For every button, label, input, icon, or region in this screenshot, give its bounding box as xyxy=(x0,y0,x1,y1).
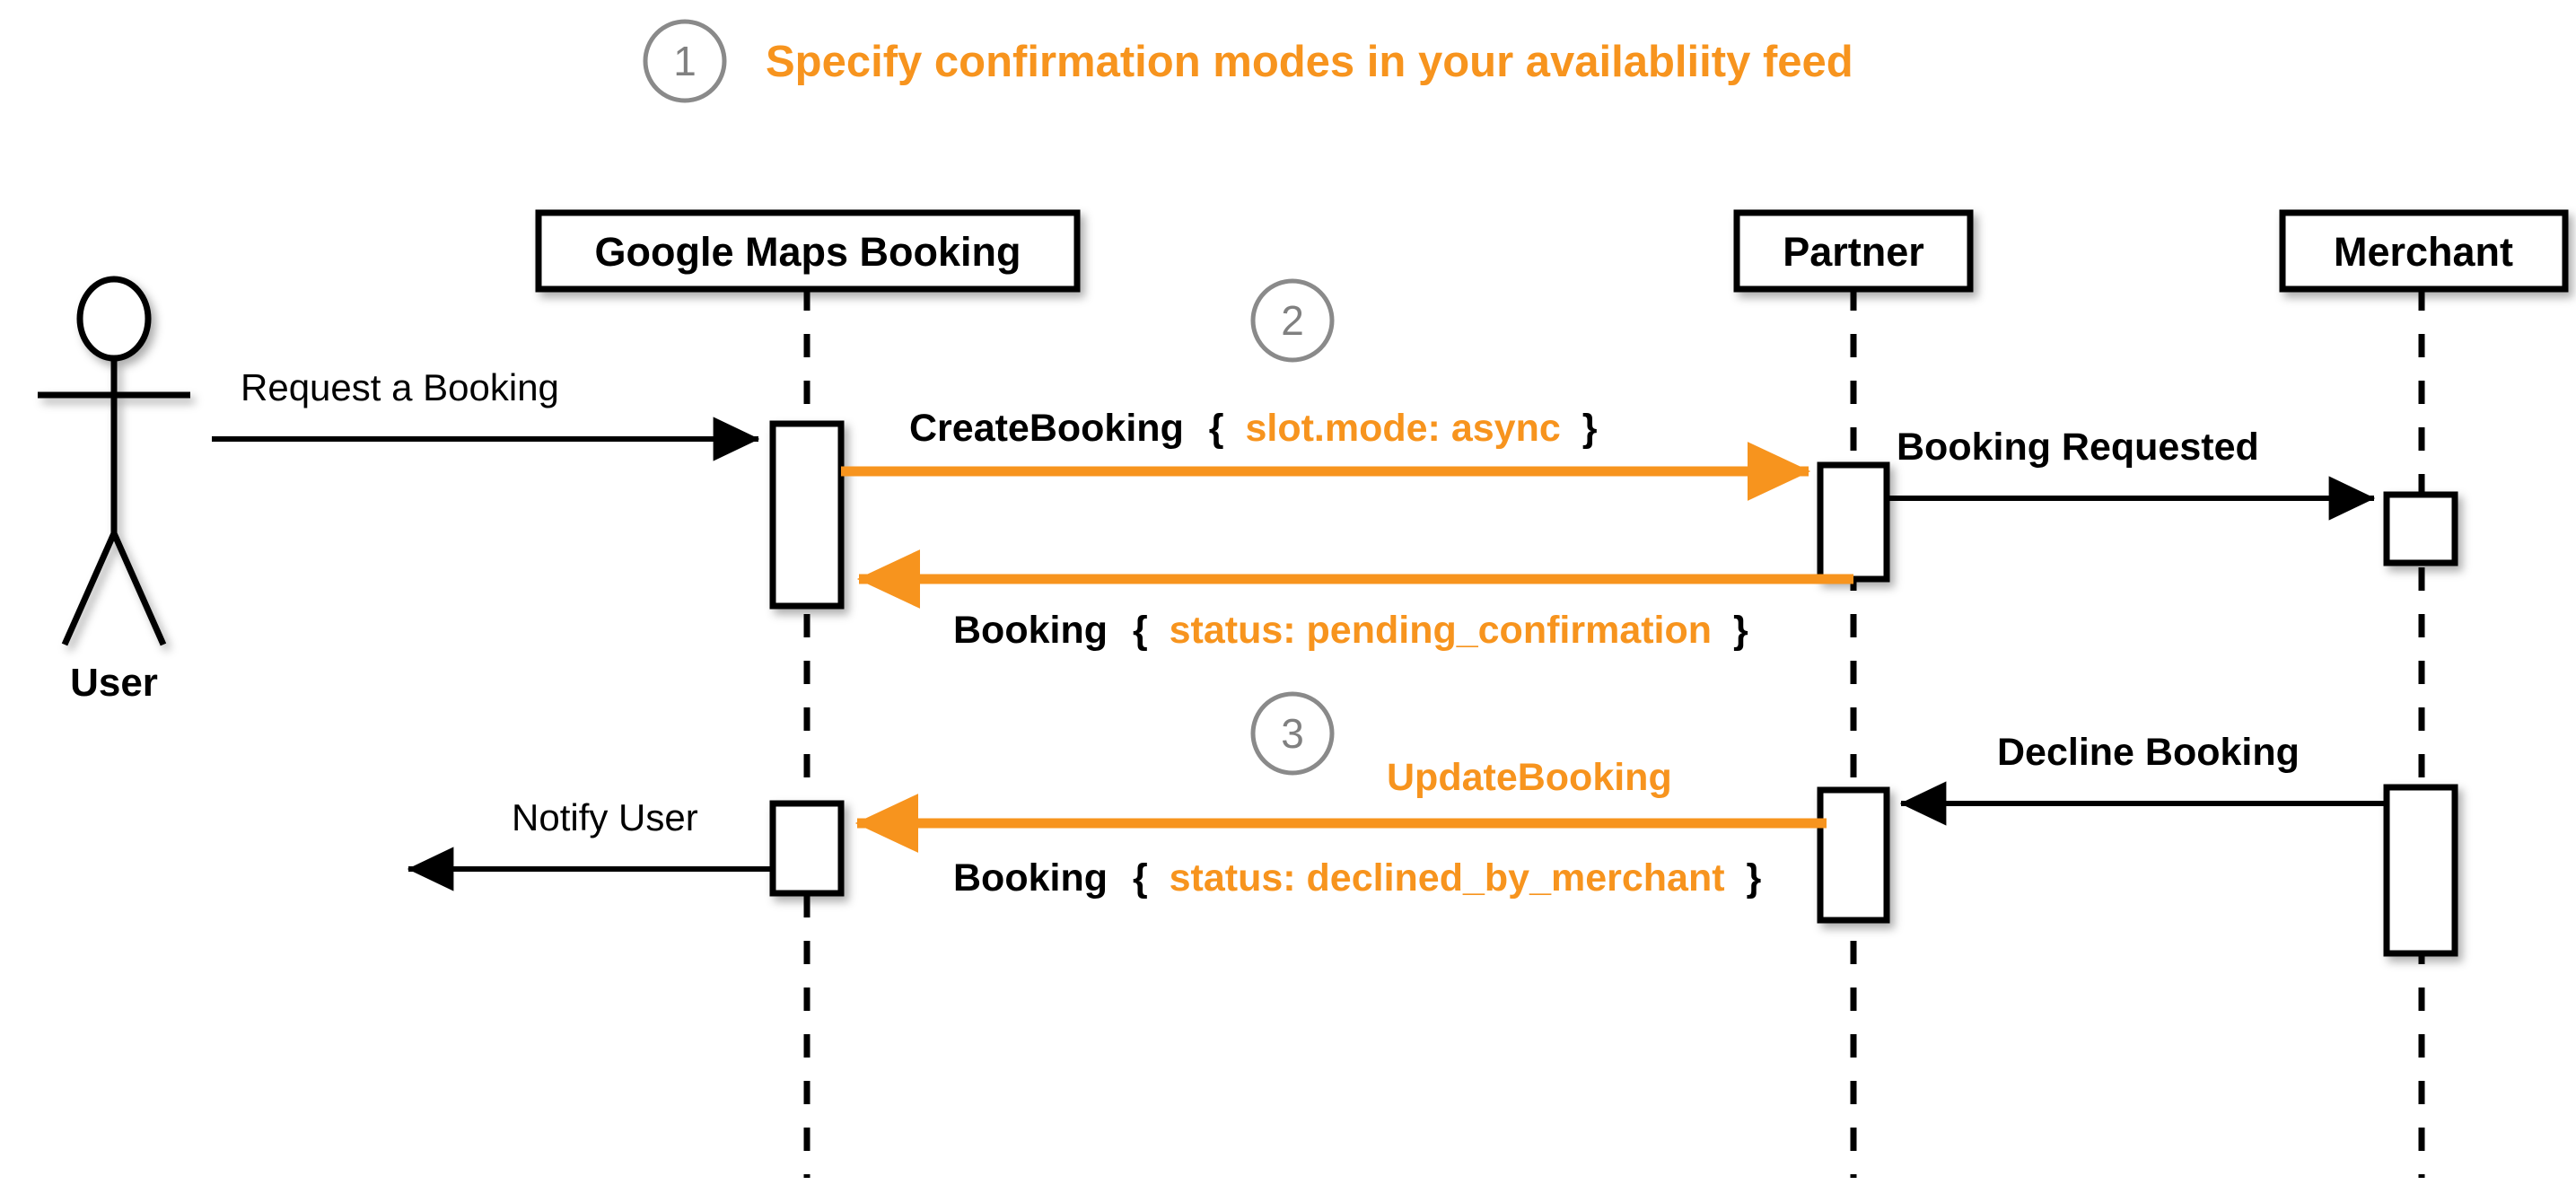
page-title: Specify confirmation modes in your avail… xyxy=(766,38,1853,86)
activation-box-merchant-1 xyxy=(2383,491,2458,566)
create-booking-name: CreateBooking xyxy=(909,407,1184,450)
actor-user-label: User xyxy=(70,661,158,705)
participant-header-gmb: Google Maps Booking xyxy=(535,209,1081,293)
booking-name-2: Booking xyxy=(953,856,1108,900)
create-booking-payload: slot.mode: async xyxy=(1245,407,1560,450)
booking-brace-close-2: } xyxy=(1747,856,1762,900)
svg-text:Booking { stat: Booking { status: pending_confirmation } xyxy=(953,609,1748,652)
create-booking-brace-open: { xyxy=(1209,407,1224,450)
actor-leg-right xyxy=(110,531,167,646)
booking-brace-close-1: } xyxy=(1733,609,1748,652)
actor-head-icon xyxy=(76,276,152,362)
participant-label-gmb: Google Maps Booking xyxy=(594,229,1021,275)
participant-header-merchant: Merchant xyxy=(2279,209,2569,293)
message-label-decline-booking: Decline Booking xyxy=(1997,731,2300,774)
title-row: 1 Specify confirmation modes in your ava… xyxy=(643,19,1853,103)
activation-box-gmb-2 xyxy=(769,800,845,897)
step-2-marker: 2 xyxy=(1250,278,1335,363)
message-label-booking-declined: Booking { status: declined_by_merchant } xyxy=(953,856,1762,900)
participant-box-partner xyxy=(1733,209,1974,293)
actor-leg-left xyxy=(61,531,118,646)
participant-header-partner: Partner xyxy=(1733,209,1974,293)
booking-payload-1: status: pending_confirmation xyxy=(1170,609,1712,652)
activation-box-partner-2 xyxy=(1817,786,1890,924)
activation-box-gmb-1 xyxy=(769,420,845,610)
participant-label-partner: Partner xyxy=(1783,229,1924,275)
message-label-update-booking: UpdateBooking xyxy=(1387,756,1672,799)
step-3-marker: 3 xyxy=(1250,691,1335,776)
message-label-create-booking: CreateBooking { slot.mode: async } xyxy=(909,407,1598,450)
activation-box-partner-1 xyxy=(1817,461,1890,583)
step-2-circle xyxy=(1250,278,1335,363)
message-label-booking-requested: Booking Requested xyxy=(1897,426,2259,469)
step-2-number: 2 xyxy=(1281,297,1304,344)
activation-box-merchant-2 xyxy=(2383,784,2458,957)
actor-user xyxy=(38,276,190,646)
participant-label-merchant: Merchant xyxy=(2334,229,2513,275)
step-1-circle xyxy=(643,19,727,103)
step-1-number: 1 xyxy=(673,38,697,84)
create-booking-brace-close: } xyxy=(1582,407,1598,450)
booking-name-1: Booking xyxy=(953,609,1108,652)
message-label-request-a-booking: Request a Booking xyxy=(241,366,559,408)
booking-brace-open-2: { xyxy=(1133,856,1148,900)
message-label-booking-pending: Booking { status: pending_confirmation } xyxy=(953,609,1748,652)
booking-payload-2: status: declined_by_merchant xyxy=(1170,856,1725,900)
booking-brace-open-1: { xyxy=(1133,609,1148,652)
step-3-number: 3 xyxy=(1281,710,1304,757)
participant-box-merchant xyxy=(2279,209,2569,293)
step-3-circle xyxy=(1250,691,1335,776)
message-label-notify-user: Notify User xyxy=(512,796,698,838)
participant-box-gmb xyxy=(535,209,1081,293)
svg-text:CreateBooking {: CreateBooking { slot.mode: async } xyxy=(909,407,1598,450)
svg-text:Booking { stat: Booking { status: declined_by_merchant } xyxy=(953,856,1762,900)
